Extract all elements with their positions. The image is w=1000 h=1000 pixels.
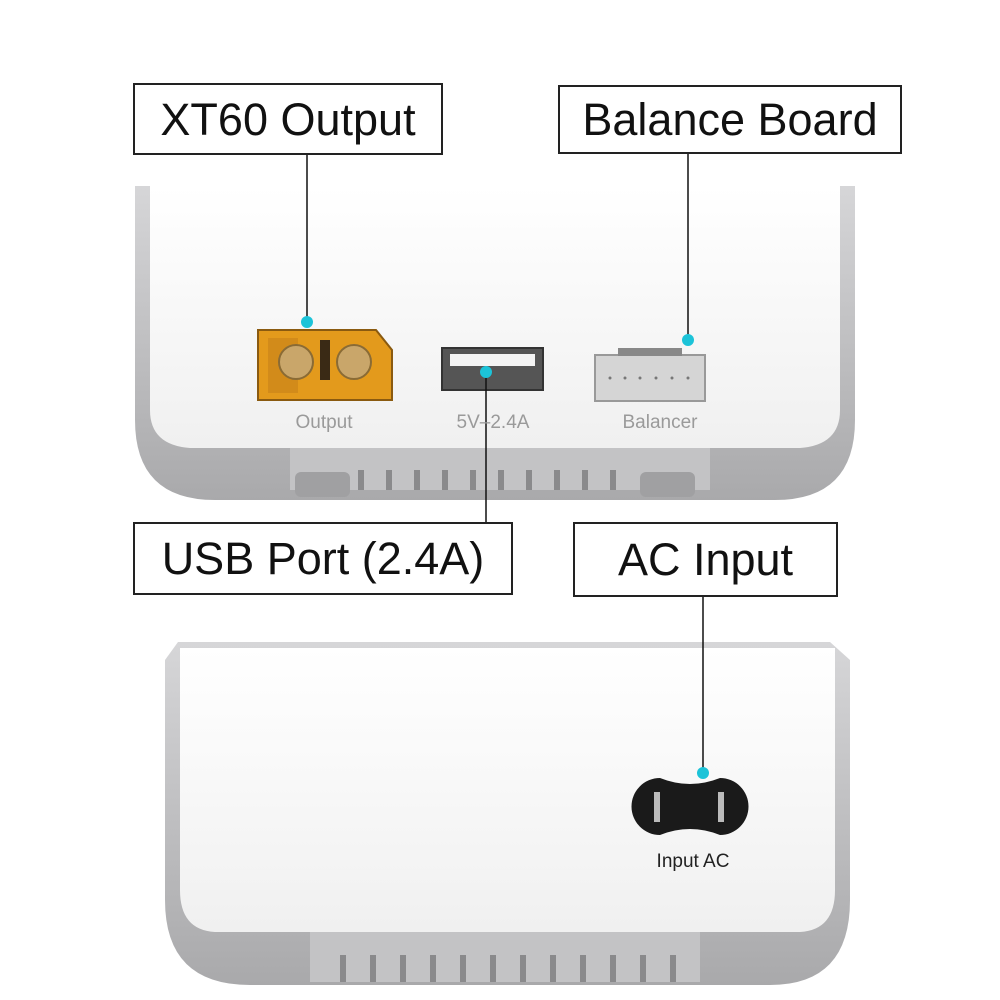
callout-xt60-output: XT60 Output xyxy=(133,83,443,155)
xt60-connector xyxy=(257,329,393,401)
balancer-port-label: Balancer xyxy=(622,412,698,433)
usb-port-label: 5V–2.4A xyxy=(456,412,530,433)
callout-dot-xt60 xyxy=(301,316,313,328)
callout-usb-port: USB Port (2.4A) xyxy=(133,522,513,595)
callout-dot-balance xyxy=(682,334,694,346)
charger-rear-view xyxy=(165,642,850,985)
ac-inlet xyxy=(631,778,749,835)
callout-dot-ac xyxy=(697,767,709,779)
callout-lines xyxy=(306,153,704,773)
ac-inlet-label: Input AC xyxy=(656,851,730,872)
charger-front-view xyxy=(135,186,855,500)
output-port-label: Output xyxy=(295,412,353,433)
callout-balance-board: Balance Board xyxy=(558,85,902,154)
balancer-port xyxy=(594,348,706,402)
usb-port xyxy=(441,347,544,391)
callout-ac-input: AC Input xyxy=(573,522,838,597)
callout-dot-usb xyxy=(480,366,492,378)
